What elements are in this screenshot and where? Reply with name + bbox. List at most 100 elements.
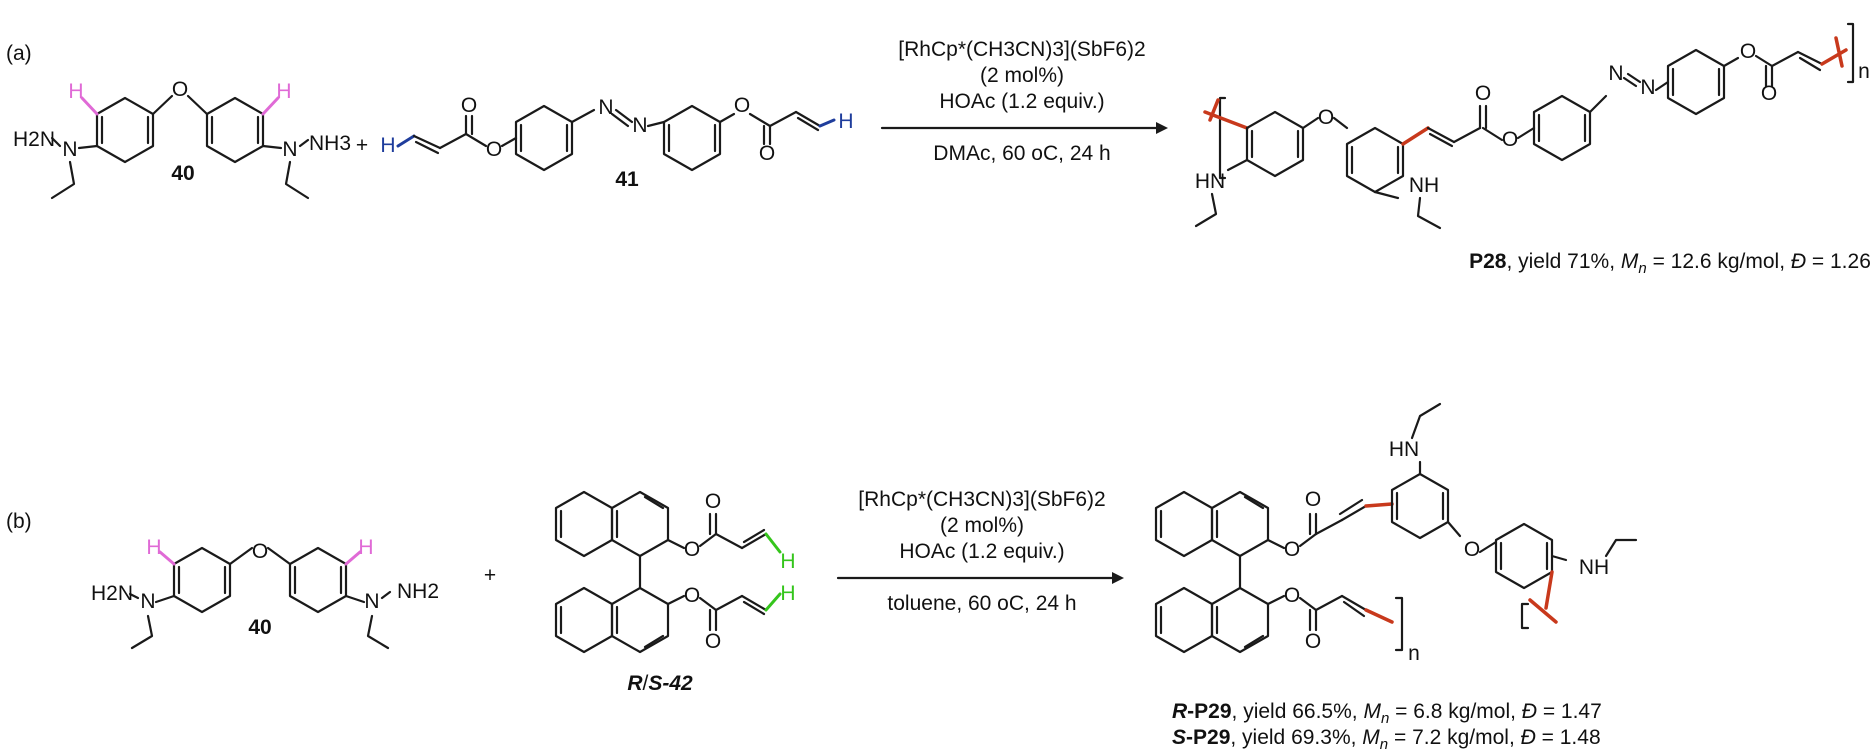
solvent-conditions-text: DMAc, 60 oC, 24 h (933, 142, 1110, 165)
amino-group: H2N (91, 582, 133, 605)
nitrogen: N (140, 590, 155, 613)
carbonyl-oxygen: O (759, 142, 775, 165)
benzene-ring (205, 96, 265, 164)
carbonyl-oxygen: O (1475, 82, 1491, 105)
carbonyl-oxygen: O (1305, 488, 1321, 511)
ether-oxygen: O (1464, 538, 1480, 561)
azo-nitrogen: N (1608, 62, 1623, 85)
reactant-42: O O H O O H R/S-42 (554, 490, 796, 695)
benzene-ring (1532, 94, 1592, 162)
ortho-hydrogen: H (276, 80, 291, 103)
plus-sign: + (356, 134, 368, 157)
nitrogen: N (364, 590, 379, 613)
polymer-name: -P29 (1186, 726, 1230, 749)
naphthalene-ring (554, 490, 614, 558)
ortho-hydrogen: H (358, 536, 373, 559)
ester-oxygen: O (486, 138, 502, 161)
dispersity-value: = 1.26 (1812, 250, 1871, 273)
carbonyl-oxygen: O (1761, 82, 1777, 105)
result-line-r-p29: R-P29, yield 66.5%, Mn = 6.8 kg/mol, Đ =… (1172, 700, 1602, 727)
ester-oxygen: O (1284, 584, 1300, 607)
mn-subscript: n (1638, 260, 1646, 277)
carbonyl-oxygen: O (1305, 630, 1321, 653)
amino-group: H2N (13, 128, 55, 151)
mn-symbol: M (1362, 726, 1380, 749)
reactant-40-b: O H H N H2N N NH2 40 (91, 536, 439, 650)
vinyl-hydrogen: H (838, 110, 853, 133)
yield-value: yield 69.3% (1242, 726, 1351, 749)
compound-number: 40 (171, 162, 194, 185)
amino-group: NH2 (397, 580, 439, 603)
mn-symbol: M (1621, 250, 1639, 273)
ester-oxygen: O (684, 584, 700, 607)
product-p28: n O HN NH O O N (1195, 22, 1870, 230)
mn-symbol: M (1363, 700, 1381, 723)
solvent-conditions-text: toluene, 60 oC, 24 h (887, 592, 1076, 615)
ester-oxygen: O (684, 538, 700, 561)
ortho-hydrogen: H (68, 80, 83, 103)
panel-label-b: (b) (6, 510, 32, 533)
amino-group: NH (1579, 556, 1609, 579)
polymer-name: -P29 (1187, 700, 1231, 723)
mn-value: = 7.2 kg/mol (1394, 726, 1509, 749)
reaction-arrow-a: [RhCp*(CH3CN)3](SbF6)2 (2 mol%) HOAc (1.… (880, 38, 1168, 165)
benzene-ring (1666, 48, 1726, 116)
dispersity-symbol: Đ (1791, 250, 1806, 273)
benzene-ring (95, 96, 155, 164)
azo-nitrogen: N (632, 114, 647, 137)
compound-number: R/S-42 (627, 672, 693, 695)
ether-oxygen: O (1318, 106, 1334, 129)
mn-value: = 12.6 kg/mol (1653, 250, 1780, 273)
result-line-p28: P28, yield 71%, Mn = 12.6 kg/mol, Đ = 1.… (1469, 250, 1871, 277)
mn-value: = 6.8 kg/mol (1395, 700, 1510, 723)
benzene-ring (1494, 522, 1554, 590)
naphthalene-ring (610, 490, 670, 558)
ether-oxygen: O (172, 78, 188, 101)
yield-value: yield 66.5% (1243, 700, 1352, 723)
polymer-name: P28 (1469, 250, 1507, 273)
benzene-ring (662, 104, 722, 172)
compound-number: 41 (615, 168, 639, 191)
ester-oxygen: O (1284, 538, 1300, 561)
carbonyl-oxygen: O (705, 490, 721, 513)
dispersity-symbol: Đ (1521, 726, 1536, 749)
benzene-ring (172, 546, 232, 614)
dispersity-value: = 1.47 (1543, 700, 1602, 723)
panel-label-a: (a) (6, 42, 32, 65)
carbonyl-oxygen: O (461, 94, 477, 117)
panel-b: (b) O H H N H2N N NH2 40 + (6, 402, 1638, 753)
plus-sign: + (484, 564, 496, 587)
repeat-unit-subscript: n (1408, 642, 1420, 665)
compound-number: 40 (248, 616, 271, 639)
polymer-name-prefix: R (1172, 700, 1188, 723)
result-line-s-p29: S-P29, yield 69.3%, Mn = 7.2 kg/mol, Đ =… (1172, 726, 1601, 753)
benzene-ring (1390, 472, 1450, 540)
repeat-unit-subscript: n (1858, 60, 1870, 83)
azo-nitrogen: N (1640, 76, 1655, 99)
reactant-40-a: O H H N H2N N NH3 40 (13, 78, 351, 200)
dispersity-symbol: Đ (1522, 700, 1537, 723)
ester-oxygen: O (1502, 128, 1518, 151)
panel-a: (a) O H H N H2N N NH3 40 + (6, 22, 1871, 277)
catalyst-text: [RhCp*(CH3CN)3](SbF6)2 (898, 38, 1145, 61)
vinyl-hydrogen: H (780, 550, 795, 573)
benzene-ring (514, 104, 574, 172)
product-p29: O O HN O NH O O (1154, 402, 1638, 665)
additive-text: HOAc (1.2 equiv.) (899, 540, 1064, 563)
additive-text: HOAc (1.2 equiv.) (939, 90, 1104, 113)
nitrogen: N (282, 138, 297, 161)
nitrogen: N (62, 138, 77, 161)
benzene-ring (288, 546, 348, 614)
vinyl-hydrogen: H (780, 582, 795, 605)
ester-oxygen: O (1740, 40, 1756, 63)
ester-oxygen: O (734, 94, 750, 117)
azo-nitrogen: N (598, 96, 613, 119)
catalyst-loading-text: (2 mol%) (940, 514, 1024, 537)
naphthalene-ring (554, 586, 614, 654)
naphthalene-ring (1154, 586, 1214, 654)
reactant-41: H O O N N O O H 41 (380, 94, 853, 191)
catalyst-loading-text: (2 mol%) (980, 64, 1064, 87)
amino-group: NH3 (309, 132, 351, 155)
naphthalene-ring (610, 586, 670, 654)
